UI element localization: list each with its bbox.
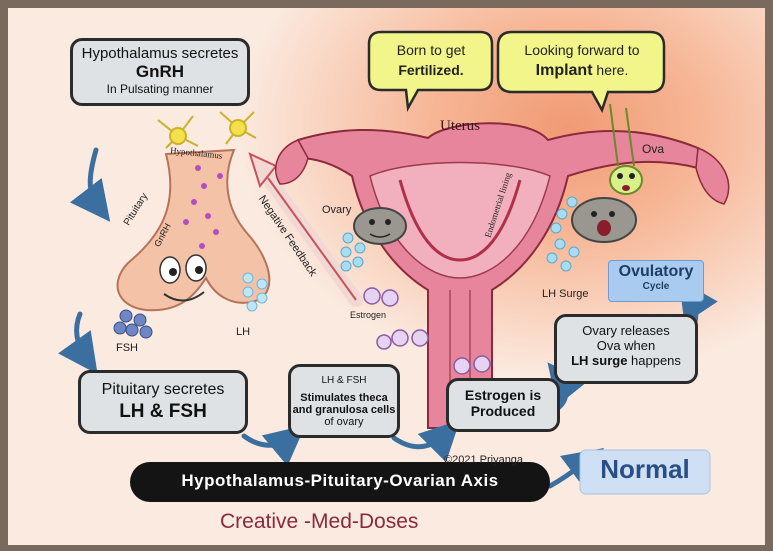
lh-dots-icon [242,272,268,312]
label-lh: LH [236,326,251,338]
ovary-releases-line3-rest: happens [627,353,681,368]
hypothalamus-box: Hypothalamus secretes GnRH In Pulsating … [70,38,250,106]
bubble-right-line1: Looking forward to [524,42,640,58]
diagram-canvas: Hypothalamus secretes GnRH In Pulsating … [8,8,765,545]
ovary-releases-line1: Ovary releases [582,323,670,338]
bubble-left-line2: Fertilized. [398,62,464,78]
ovary-releases-lh-surge: LH surge [571,353,628,368]
hypothalamus-box-line2: GnRH [135,62,185,81]
ovary-releases-line2: Ova when [596,338,656,353]
bubble-right-implant: Implant [535,62,593,79]
pituitary-box: Pituitary secretes LH & FSH [78,370,248,434]
estrogen-box-line1: Estrogen is [464,387,542,403]
ova-character-icon [609,103,643,195]
copyright-text: ©2021 Priyanga [444,454,524,466]
axis-banner-title: Hypothalamus-Pituitary-Ovarian Axis [181,471,499,490]
estrogen-box: Estrogen is Produced [446,378,560,432]
pituitary-gland-icon [116,148,271,312]
bubble-left-line1: Born to get [396,42,466,58]
ovulatory-line1: Ovulatory [618,263,694,280]
lhfsh-box-line3: and granulosa cells [292,404,396,416]
lhfsh-box-line4: of ovary [324,416,364,428]
uterus-icon [297,122,699,429]
label-fsh: FSH [116,342,138,354]
ovulatory-cycle-box: Ovulatory Cycle [608,260,704,302]
brand-text: Creative -Med-Doses [220,510,419,533]
label-lh-surge: LH Surge [542,288,589,300]
pituitary-box-line1: Pituitary secretes [101,381,225,398]
bubble-left-text: Born to get Fertilized. [374,40,488,80]
illustration-layer [58,30,730,502]
hypothalamus-box-line3: In Pulsating manner [106,82,214,96]
label-ova: Ova [642,142,665,156]
normal-text: Normal [600,454,690,484]
ovary-right-icon [546,196,637,272]
ovary-left-icon [340,207,407,272]
ovary-releases-line3: LH surge happens [557,353,695,368]
neuron-icon [157,111,257,149]
label-estrogen: Estrogen [350,310,387,320]
lhfsh-box-line2: Stimulates theca [300,392,388,404]
axis-banner [130,462,550,502]
label-ovary: Ovary [322,204,352,216]
hypothalamus-box-line1: Hypothalamus secretes [81,45,239,62]
pituitary-box-line2: LH & FSH [119,401,207,422]
label-uterus: Uterus [440,118,480,134]
ovary-releases-box: Ovary releases Ova when LH surge happens [554,314,698,384]
bubble-right-line2-rest: here. [592,62,629,78]
fallopian-tube-icon [275,139,730,205]
normal-box [579,449,711,495]
speech-bubbles [367,30,666,114]
ovulatory-line2: Cycle [642,281,670,292]
negative-feedback-arrow [248,152,363,307]
bubble-right-text: Looking forward to Implant here. [502,40,662,81]
bubble-right-line2: Implant here. [502,60,662,81]
estrogen-molecules-icon [363,287,491,375]
fsh-dots-icon [113,309,153,339]
estrogen-box-line2: Produced [470,403,536,419]
lhfsh-box-line1: LH & FSH [321,375,367,386]
lhfsh-box: LH & FSH Stimulates theca and granulosa … [288,364,400,438]
